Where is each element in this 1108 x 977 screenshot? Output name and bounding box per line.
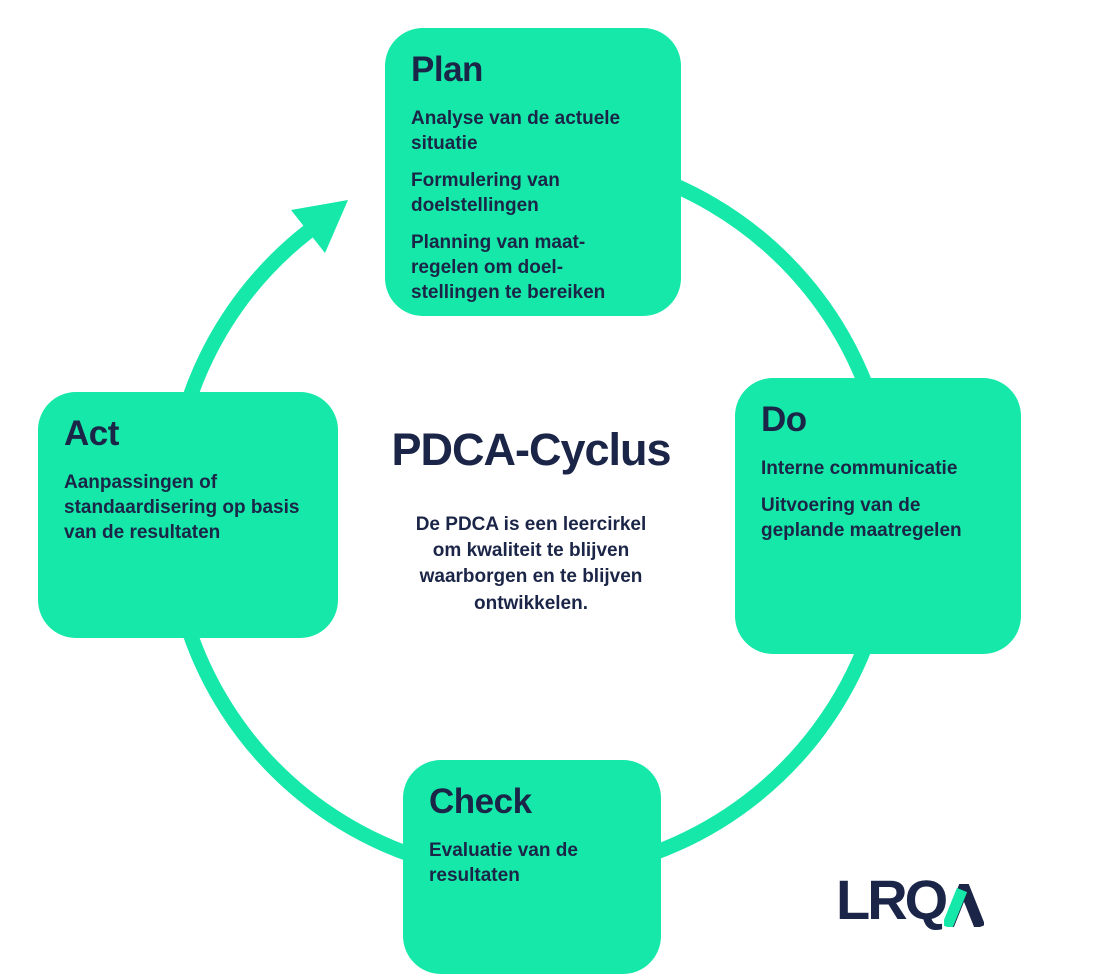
do-title: Do — [761, 400, 807, 439]
plan-title: Plan — [411, 50, 483, 89]
check-title: Check — [429, 782, 532, 821]
act-item: Aanpassingen of standaardisering op basi… — [64, 472, 300, 544]
act-title: Act — [64, 414, 119, 453]
do-box: Do Interne communicatie Uitvoering van d… — [735, 378, 1021, 654]
diagram-description: De PDCA is een leercirkel om kwaliteit t… — [415, 514, 647, 614]
do-item: Uitvoering van de geplande maatregelen — [761, 495, 962, 542]
act-box: Act Aanpassingen of standaardisering op … — [38, 392, 338, 638]
lrqa-logo: LRQ — [836, 868, 985, 931]
plan-item: Formulering van doelstellingen — [411, 170, 560, 217]
center-text: PDCA-Cyclus De PDCA is een leercirkel om… — [331, 424, 731, 617]
plan-box: Plan Analyse van de actuele situatie For… — [385, 28, 681, 316]
cycle-arrowhead-icon — [291, 200, 348, 253]
check-item: Evaluatie van de resultaten — [429, 840, 578, 887]
lrqa-logo-letter-a-icon — [944, 884, 985, 927]
diagram-title: PDCA-Cyclus — [391, 424, 671, 475]
do-item: Interne communicatie — [761, 458, 958, 479]
plan-item: Planning van maat- regelen om doel- stel… — [411, 232, 606, 304]
check-box: Check Evaluatie van de resultaten — [403, 760, 661, 974]
plan-item: Analyse van de actuele situatie — [411, 108, 621, 155]
lrqa-logo-text: LRQ — [836, 868, 948, 931]
